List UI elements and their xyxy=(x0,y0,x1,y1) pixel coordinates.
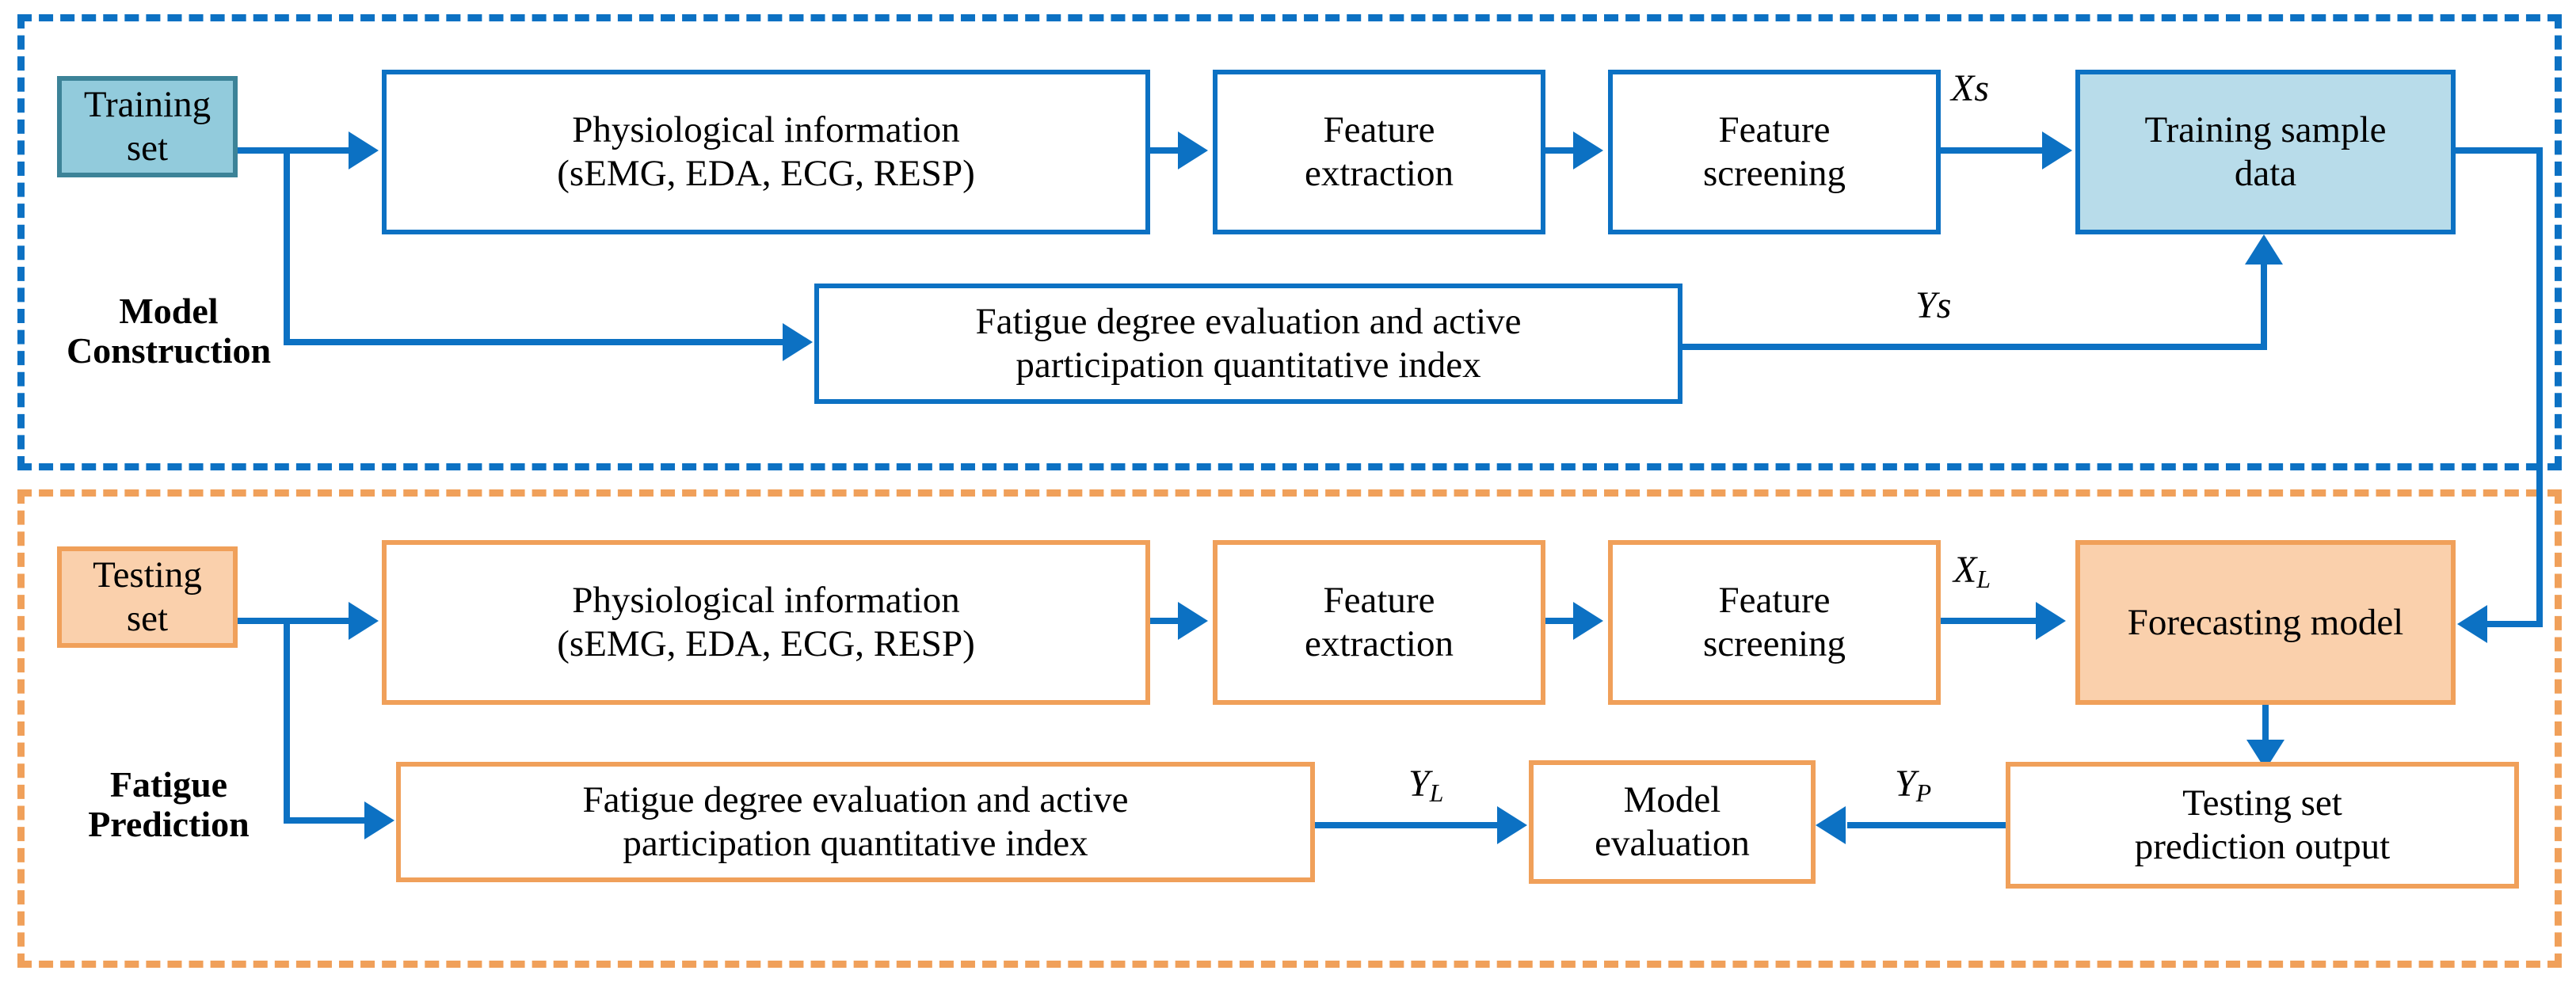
arrowhead-testing-set-to-physio xyxy=(349,602,379,640)
edge-label-yl-subscript: L xyxy=(1429,778,1444,807)
edge-label-yp-base: Y xyxy=(1895,763,1916,805)
connector-fatigue-index-to-model-evaluation xyxy=(1315,822,1505,828)
connector-extraction-to-screening-top xyxy=(1545,147,1585,154)
connector-testing-set-branch-down xyxy=(284,618,290,817)
edge-label-xs: Xs xyxy=(1951,67,1989,109)
edge-label-yl: YL xyxy=(1408,762,1443,808)
section-model-construction xyxy=(17,14,2562,470)
connector-fatigue-index-to-sample-right xyxy=(1682,344,2267,350)
arrowhead-sample-into-forecasting-model xyxy=(2457,605,2487,643)
arrowhead-prediction-output-to-model-evaluation xyxy=(1816,806,1846,844)
connector-sample-to-model-left xyxy=(2487,621,2543,627)
arrowhead-physio-to-feature-extraction-top xyxy=(1178,131,1208,169)
box-forecasting-model[interactable]: Forecasting model xyxy=(2075,540,2456,705)
arrowhead-extraction-to-screening-top xyxy=(1573,131,1603,169)
connector-training-set-branch-right xyxy=(284,339,783,345)
connector-fatigue-index-to-sample-up xyxy=(2261,265,2267,347)
connector-testing-set-to-physio xyxy=(238,618,349,624)
arrowhead-screening-to-training-sample xyxy=(2042,131,2072,169)
arrowhead-extraction-to-screening-bottom xyxy=(1573,602,1603,640)
edge-label-yl-base: Y xyxy=(1408,763,1430,805)
connector-extraction-to-screening-bottom xyxy=(1545,618,1585,624)
connector-screening-to-forecasting-model xyxy=(1941,618,2036,624)
connector-physio-to-feature-extraction-top xyxy=(1150,147,1190,154)
box-testing-set-prediction-output[interactable]: Testing set prediction output xyxy=(2006,762,2519,889)
section-fatigue-prediction xyxy=(17,489,2562,968)
edge-label-ys: Ys xyxy=(1915,284,1952,326)
box-model-evaluation[interactable]: Model evaluation xyxy=(1529,760,1816,884)
arrowhead-training-set-to-fatigue-index xyxy=(783,323,813,361)
edge-label-xl: XL xyxy=(1953,548,1991,594)
caption-fatigue-prediction: Fatigue Prediction xyxy=(88,764,250,844)
connector-forecasting-to-prediction-output xyxy=(2262,705,2269,746)
connector-physio-to-feature-extraction-bottom xyxy=(1150,618,1190,624)
box-training-set[interactable]: Training set xyxy=(57,76,238,177)
box-feature-extraction-top[interactable]: Feature extraction xyxy=(1213,70,1545,234)
box-fatigue-index-top[interactable]: Fatigue degree evaluation and active par… xyxy=(814,284,1682,404)
edge-label-xl-base: X xyxy=(1953,549,1977,591)
box-feature-extraction-bottom[interactable]: Feature extraction xyxy=(1213,540,1545,705)
box-feature-screening-top[interactable]: Feature screening xyxy=(1608,70,1941,234)
box-feature-screening-bottom[interactable]: Feature screening xyxy=(1608,540,1941,705)
connector-sample-to-model-right xyxy=(2456,147,2543,154)
edge-label-yp: YP xyxy=(1895,762,1931,808)
connector-testing-set-branch-right xyxy=(284,817,364,824)
arrowhead-fatigue-index-to-model-evaluation xyxy=(1497,806,1527,844)
box-testing-set[interactable]: Testing set xyxy=(57,546,238,648)
box-physiological-information-bottom[interactable]: Physiological information (sEMG, EDA, EC… xyxy=(382,540,1150,705)
arrowhead-training-set-to-physio xyxy=(349,131,379,169)
caption-model-construction: Model Construction xyxy=(66,291,272,371)
arrowhead-physio-to-feature-extraction-bottom xyxy=(1178,602,1208,640)
box-physiological-information-top[interactable]: Physiological information (sEMG, EDA, EC… xyxy=(382,70,1150,234)
arrowhead-screening-to-forecasting-model xyxy=(2036,602,2066,640)
edge-label-xl-subscript: L xyxy=(1976,565,1991,593)
box-fatigue-index-bottom[interactable]: Fatigue degree evaluation and active par… xyxy=(396,762,1315,882)
arrowhead-ys-into-training-sample xyxy=(2245,234,2283,265)
connector-prediction-output-to-model-evaluation xyxy=(1847,822,2069,828)
edge-label-yp-subscript: P xyxy=(1915,778,1932,807)
box-training-sample-data[interactable]: Training sample data xyxy=(2075,70,2456,234)
connector-screening-to-training-sample xyxy=(1941,147,2042,154)
connector-training-set-to-physio xyxy=(238,147,349,154)
connector-training-set-branch-down xyxy=(284,147,290,339)
arrowhead-testing-set-to-fatigue-index xyxy=(364,801,394,839)
connector-sample-to-model-down xyxy=(2536,147,2543,624)
